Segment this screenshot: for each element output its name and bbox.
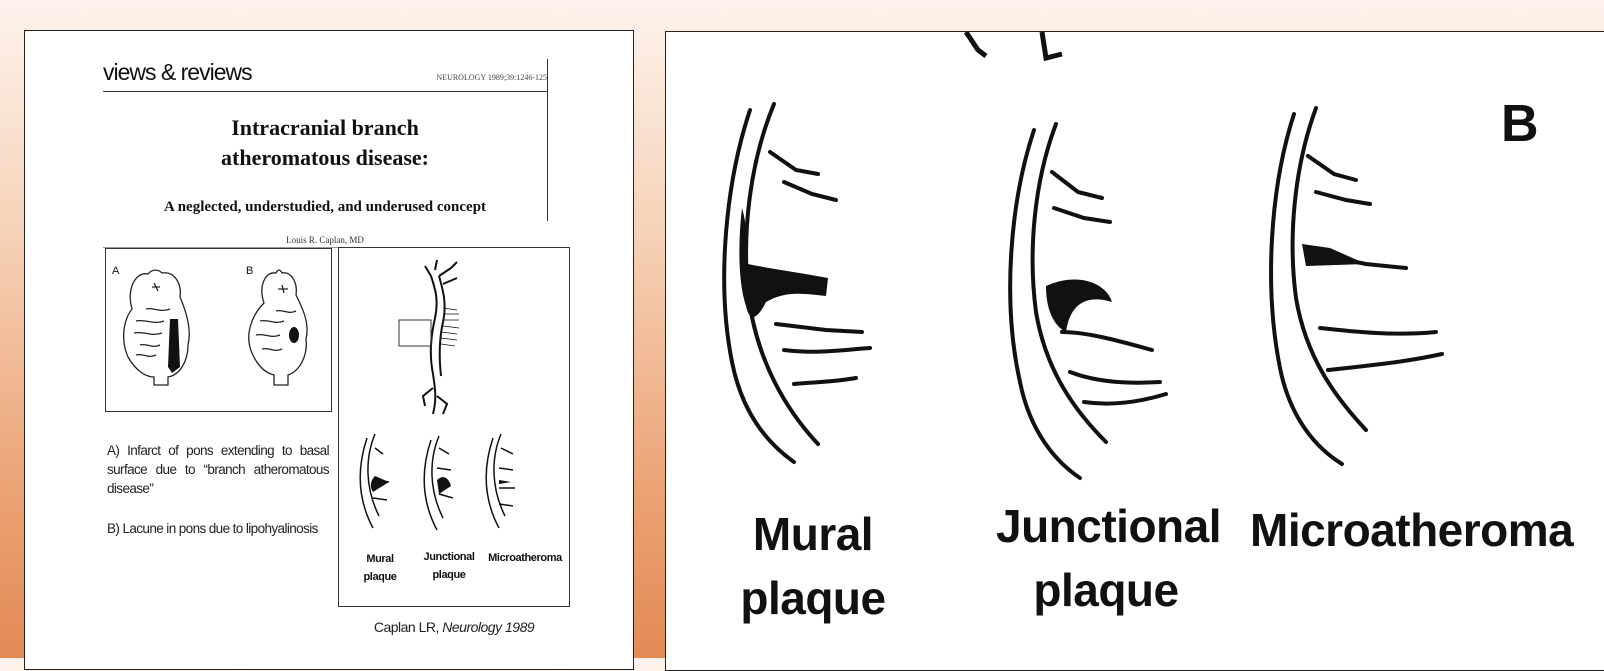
section-label: views & reviews (103, 59, 252, 86)
citation-year: 1989 (502, 619, 535, 635)
label-mural-line-1: Mural (728, 502, 898, 566)
pons-figure: A B (105, 248, 332, 412)
small-label-mural: Mural plaque (353, 550, 407, 586)
small-label-junctional: Junctional plaque (417, 548, 481, 584)
caption-b: B) Lacune in pons due to lipohyalinosis (107, 521, 337, 536)
article-page-panel: views & reviews NEUROLOGY 1989;39:1246-1… (24, 30, 634, 670)
small-label-junctional-line-1: Junctional (417, 548, 481, 566)
small-label-junctional-line-2: plaque (417, 566, 481, 584)
article-title-line-1: Intracranial branch (103, 113, 547, 143)
citation-author: Caplan LR, (374, 619, 442, 635)
panel-letter-b: B (1501, 94, 1539, 154)
article-title-line-2: atheromatous disease: (103, 143, 547, 173)
journal-reference: NEUROLOGY 1989;39:1246-125 (436, 73, 547, 82)
small-label-microatheroma: Microatheroma (481, 549, 569, 567)
pons-drawings (106, 249, 333, 413)
citation-journal: Neurology (442, 619, 501, 635)
plaque-drawings (339, 248, 571, 548)
article-subtitle: A neglected, understudied, and underused… (103, 199, 547, 216)
header-divider (103, 91, 547, 92)
small-label-mural-line-1: Mural (353, 550, 407, 568)
label-mural-line-2: plaque (728, 566, 898, 630)
small-label-mural-line-2: plaque (353, 568, 407, 586)
label-microatheroma: Microatheroma (1250, 498, 1580, 562)
plaque-figure: Mural plaque Junctional plaque Microathe… (338, 247, 570, 607)
citation: Caplan LR, Neurology 1989 (338, 619, 570, 635)
article-title: Intracranial branch atheromatous disease… (103, 113, 547, 173)
label-junctional-plaque: Junctional plaque (996, 494, 1216, 622)
label-mural-plaque: Mural plaque (728, 502, 898, 630)
label-junctional-line-2: plaque (996, 558, 1216, 622)
article-author: Louis R. Caplan, MD (103, 235, 547, 245)
enlarged-plaque-panel: B Mural plaque Junctional plaque Microat… (665, 31, 1604, 671)
article-header: views & reviews NEUROLOGY 1989;39:1246-1… (103, 59, 548, 221)
caption-a: A) Infarct of pons extending to basal su… (107, 441, 329, 498)
label-junctional-line-1: Junctional (996, 494, 1216, 558)
